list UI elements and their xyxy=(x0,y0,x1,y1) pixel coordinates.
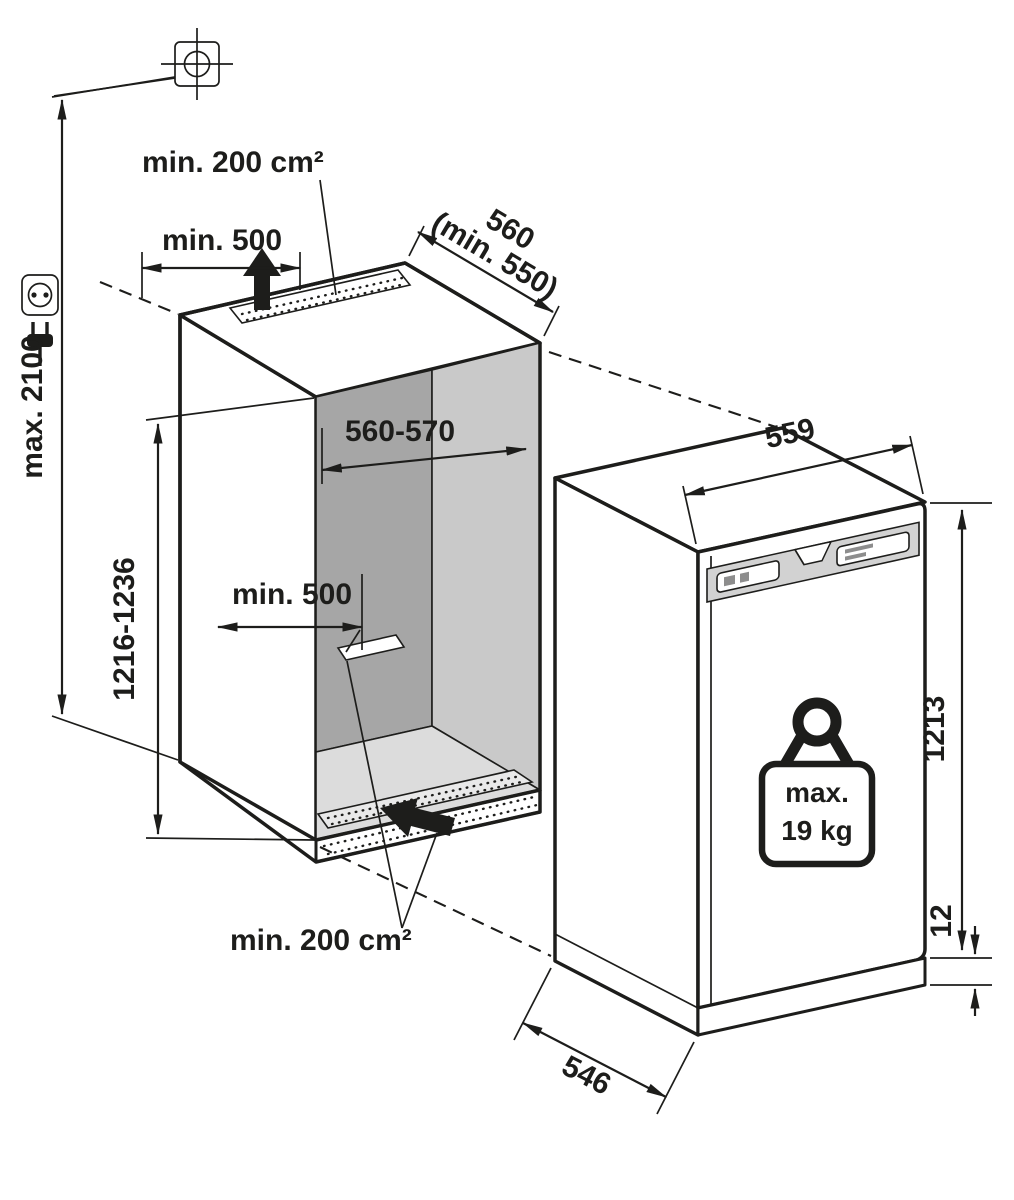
weight-limit-icon: max. 19 kg xyxy=(758,697,876,868)
label-ceiling-height: max. 2100 xyxy=(16,335,49,478)
niche-side-wall xyxy=(431,341,541,792)
vent-strip-outline xyxy=(228,269,412,324)
vent-bottom-text: min. 200 cm² xyxy=(230,924,412,957)
extension-line xyxy=(682,485,697,545)
cabinet-silhouette xyxy=(178,261,542,864)
extension-line xyxy=(656,1041,695,1115)
dim-niche-height: 1216-1236 xyxy=(108,397,315,841)
floor-vent-opening xyxy=(336,634,406,661)
label-vent-top: min. 200 cm² xyxy=(142,146,337,296)
projection-line xyxy=(319,846,552,957)
panel-button xyxy=(724,574,735,587)
clearance-top-text: min. 500 xyxy=(162,224,282,257)
dimension-line xyxy=(521,1022,668,1098)
extension-line xyxy=(145,397,315,421)
vent-dots xyxy=(245,282,407,322)
extension-line xyxy=(909,435,924,495)
panel-icon-row xyxy=(845,543,873,554)
extension-line xyxy=(51,76,176,98)
leader-line xyxy=(345,629,361,653)
extension-line xyxy=(145,837,315,841)
appliance: max. 19 kg xyxy=(553,426,927,1037)
label-vent-bottom: min. 200 cm² xyxy=(230,660,438,957)
extension-line xyxy=(543,305,560,337)
appliance-plinth xyxy=(696,956,927,1037)
airflow-arrow-bottom-icon xyxy=(380,798,455,837)
vent-dots xyxy=(326,774,522,820)
outlet-pin-left xyxy=(31,292,37,298)
control-panel xyxy=(706,521,920,603)
outlet-socket xyxy=(27,282,53,308)
panel-button xyxy=(740,571,749,583)
dim-plinth-step: 12 xyxy=(925,904,992,1016)
leader-line xyxy=(346,660,403,929)
dimension-line xyxy=(683,443,914,497)
plinth-line-side xyxy=(554,933,699,1009)
vent-dots xyxy=(330,779,528,826)
label-niche-height: 1216-1236 xyxy=(108,557,141,700)
floor-vent-strip xyxy=(316,769,534,829)
extension-line xyxy=(513,967,552,1041)
label-niche-width: 560-570 xyxy=(345,415,455,448)
dim-ceiling-height: max. 2100 xyxy=(16,76,179,761)
weight-body xyxy=(758,760,876,868)
dimension-line xyxy=(416,231,555,313)
plug-body xyxy=(27,334,53,347)
panel-handle-notch xyxy=(793,540,833,566)
weight-handle-ring xyxy=(792,697,842,747)
floor-vent-outline xyxy=(316,769,534,829)
plug-icon xyxy=(27,322,53,366)
dim-clearance-bottom: min. 500 xyxy=(216,574,364,653)
door-load-label-line1: max. xyxy=(785,777,849,808)
cabinet-niche xyxy=(178,261,543,864)
clearance-bottom-text: min. 500 xyxy=(232,578,352,611)
leader-line xyxy=(319,179,337,296)
projection-lines xyxy=(99,281,777,957)
outlet-pin-right xyxy=(43,292,49,298)
label-plinth-step: 12 xyxy=(925,904,958,937)
leader-line xyxy=(401,832,438,929)
dim-appliance-height: 1213 xyxy=(918,502,992,959)
projection-line xyxy=(548,351,777,428)
dimension-line xyxy=(320,446,528,473)
projection-line xyxy=(99,281,179,315)
dim-niche-width: 560-570 xyxy=(320,415,528,484)
label-appliance-height: 1213 xyxy=(918,696,951,763)
door-load-label-line2: 19 kg xyxy=(781,815,853,846)
extension-line xyxy=(408,225,425,257)
appliance-side-face xyxy=(553,476,700,1037)
dim-clearance-top: min. 500 xyxy=(140,224,302,298)
panel-icon-row xyxy=(845,551,866,561)
vent-top-text: min. 200 cm² xyxy=(142,146,324,179)
